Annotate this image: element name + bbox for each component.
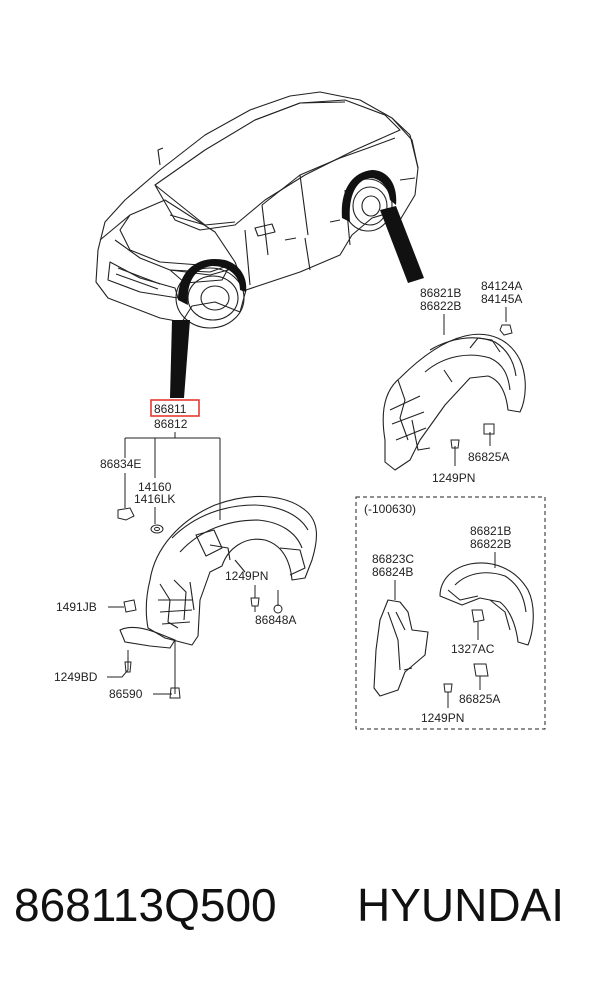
label-front-grommet-a: 14160 bbox=[138, 480, 172, 494]
label-front-clip: 86834E bbox=[100, 457, 141, 471]
caption: 868113Q500 HYUNDAI bbox=[0, 878, 600, 948]
label-box-nut: 86825A bbox=[459, 692, 500, 706]
label-box-code: (-100630) bbox=[364, 502, 416, 516]
label-box-rear-part-b: 86822B bbox=[470, 537, 511, 551]
nut-86848a bbox=[273, 604, 283, 614]
label-rear-bolt: 1249PN bbox=[432, 471, 475, 485]
highlight-box bbox=[150, 399, 200, 417]
bolt-1249pn-front bbox=[250, 597, 260, 612]
clip-86834e bbox=[117, 507, 135, 521]
nut-86825a-box bbox=[473, 663, 489, 677]
car-illustration bbox=[95, 91, 419, 329]
label-rear-part-b: 86822B bbox=[420, 299, 461, 313]
label-front-bolt-right: 1249PN bbox=[225, 569, 268, 583]
label-rear-nut-b: 84145A bbox=[481, 292, 522, 306]
part-number: 868113Q500 bbox=[14, 879, 277, 931]
label-box-clip: 1327AC bbox=[451, 642, 495, 656]
rear-leader-arrow bbox=[380, 206, 424, 283]
rear-hardware bbox=[450, 324, 513, 456]
grommet-14160 bbox=[150, 524, 164, 534]
label-box-flap-b: 86824B bbox=[372, 565, 413, 579]
label-front-part-b: 86812 bbox=[154, 417, 188, 431]
rear-wheel-liner bbox=[382, 333, 526, 471]
front-liner-highlight bbox=[178, 258, 247, 305]
front-wheel-liner bbox=[119, 495, 317, 649]
bolt-1249pn-box bbox=[443, 683, 453, 700]
front-callout-lines bbox=[107, 432, 279, 695]
rear-liner-highlight bbox=[341, 170, 397, 222]
nut-84124a bbox=[499, 324, 513, 336]
nut-86825a bbox=[483, 423, 495, 435]
label-front-part-a: 86811 bbox=[154, 402, 187, 416]
box-hardware bbox=[443, 609, 489, 700]
label-rear-nut-a: 84124A bbox=[481, 279, 522, 293]
screw-1249bd bbox=[124, 661, 132, 673]
front-leader-arrow bbox=[170, 320, 190, 398]
parts-diagram: 86811 86812 86834E 141 bbox=[54, 91, 546, 730]
label-front-nut-right: 86848A bbox=[255, 613, 296, 627]
front-hardware bbox=[117, 507, 283, 699]
bolt-1249pn-rear bbox=[450, 439, 460, 456]
bolt-1491jb bbox=[123, 599, 137, 613]
label-box-rear-part-a: 86821B bbox=[470, 524, 511, 538]
box-mud-flap bbox=[373, 599, 429, 697]
label-front-clip-bottom: 86590 bbox=[109, 687, 143, 701]
label-front-bolt-left: 1491JB bbox=[56, 600, 97, 614]
clip-86590 bbox=[169, 687, 181, 699]
label-front-grommet-b: 1416LK bbox=[134, 492, 175, 506]
label-front-screw-bottom: 1249BD bbox=[54, 670, 98, 684]
label-box-bolt: 1249PN bbox=[421, 711, 464, 725]
box-rear-liner bbox=[439, 562, 534, 646]
clip-1327ac bbox=[471, 609, 485, 623]
variant-box bbox=[355, 496, 546, 730]
brand-name: HYUNDAI bbox=[357, 879, 565, 931]
label-box-flap-a: 86823C bbox=[372, 552, 414, 566]
rear-callout-lines bbox=[443, 307, 507, 466]
label-rear-part-a: 86821B bbox=[420, 286, 461, 300]
label-rear-nut-c: 86825A bbox=[468, 450, 509, 464]
